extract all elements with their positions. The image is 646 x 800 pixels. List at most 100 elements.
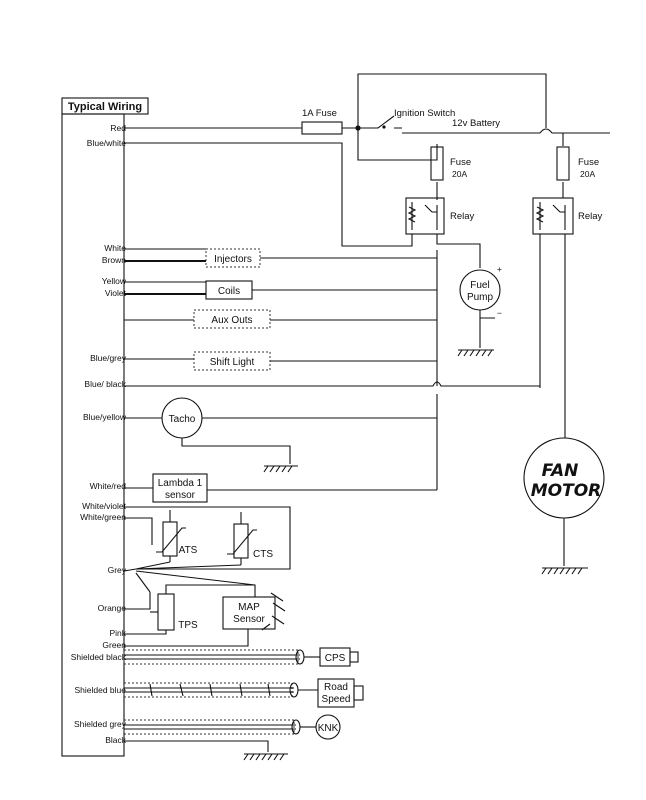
fuel-pump-plus: + [497,264,502,274]
wire-label-white-green: White/green [80,512,126,522]
fuel-pump-minus: − [497,308,502,318]
shift-light-label: Shift Light [210,357,255,368]
wire-label-shielded-blue: Shielded blue [74,685,126,695]
map-label-1: MAP [238,602,260,613]
wire-shielded-blue [124,687,294,693]
cps-label: CPS [325,653,346,664]
wire-white-green [124,517,153,545]
wire-main-loop [357,73,547,128]
wire-shielded-black [124,654,300,660]
relay-right-label: Relay [578,211,603,222]
fuse-left [430,146,444,181]
cts-label: CTS [253,549,273,560]
shield-blue-end [289,682,299,698]
map-sensor [222,596,276,630]
wire-shielded-grey [124,724,296,730]
knk-label: KNK [318,723,339,734]
wire-label-shielded-black: Shielded black [71,652,127,662]
wire-label-blue-yellow: Blue/yellow [83,412,127,422]
relay-left [405,197,445,235]
shield-grey-end [291,719,301,735]
map-label-2: Sensor [233,614,265,625]
wire-label-pink: Pink [109,628,126,638]
fuel-pump-label-1: Fuel [470,280,489,291]
fuel-pump-label-2: Pump [467,292,494,303]
relay-right-coil [535,202,545,230]
wire-tacho-ground [181,438,291,464]
wire-relay-to-pump [436,234,481,268]
wire-ats-cts [169,510,242,565]
ground-tacho [263,465,298,473]
fuse-right [556,146,570,181]
title-box [61,97,149,115]
ground-fan [541,567,588,575]
ats-thermistor [156,527,186,553]
lambda-label-2: sensor [165,490,196,501]
ignition-switch-label: Ignition Switch [394,108,455,119]
fuse-right-label: Fuse [578,157,599,168]
relay-left-coil [407,202,417,230]
shield-blue-hatch [149,683,271,697]
road-speed-plug [353,685,364,701]
battery-crossover [539,128,553,134]
wire-label-blue-grey: Blue/grey [90,353,127,363]
fan-motor-label-1: FAN [542,461,579,481]
ignition-switch-contact [382,125,386,129]
wire-label-black: Black [105,735,127,745]
injectors-label: Injectors [214,254,252,265]
knk-sensor [315,714,341,740]
wire-label-blue-white: Blue/white [87,138,126,148]
fan-motor-label-2: MOTOR [531,481,602,501]
ats-sensor [162,521,178,557]
wire-label-shielded-grey: Shielded grey [74,719,127,729]
wire-left-fuse [357,128,438,200]
lambda-label-1: Lambda 1 [158,478,203,489]
wire-pink-green [124,584,256,647]
ground-pump [457,349,494,357]
fuse-right-rating: 20A [580,169,595,179]
wire-label-green: Green [102,640,126,650]
fuse-left-label: Fuse [450,157,471,168]
wire-blue-white [124,142,413,247]
aux-outs-box [193,309,271,329]
ats-label: ATS [179,545,198,556]
wire-grey-fanout [123,561,256,593]
title: Typical Wiring [68,101,142,113]
relay-right [532,197,574,235]
relay-left-contact [424,204,438,230]
wire-label-blue-black: Blue/ black [84,379,126,389]
aux-outs-label: Aux Outs [211,315,252,326]
wire-orange [124,592,151,610]
wire-blue-black [124,381,540,387]
cts-sensor [233,523,249,559]
shield-blue [123,682,293,698]
coils-label: Coils [218,286,240,297]
wire-label-white-red: White/red [90,481,127,491]
tps-label: TPS [178,620,198,631]
fuse-left-rating: 20A [452,169,467,179]
cts-thermistor [227,529,257,555]
fuse-1a-label: 1A Fuse [302,108,337,119]
tacho-label: Tacho [169,414,196,425]
relay-right-contact [552,204,566,230]
wire-white-violet [124,506,291,570]
battery-label: 12v Battery [452,118,500,129]
harness-labels: Red Blue/white White Brown Yellow Violet… [71,123,127,745]
wire-label-white-violet: White/violet [82,501,127,511]
shield-black [123,649,299,665]
lambda-sensor [152,473,208,503]
wire-label-red: Red [110,123,126,133]
tps-sensor [157,593,175,631]
wire-label-orange: Orange [98,603,127,613]
relay-left-label: Relay [450,211,475,222]
fuse-1a [301,121,343,135]
wire-black [124,740,269,752]
ground-black [243,753,288,761]
ignition-switch [358,115,402,129]
wire-label-violet: Violet [105,288,127,298]
wire-pump-ground [479,310,495,348]
shield-black-end [295,649,305,665]
cps-plug [349,651,359,663]
road-speed-label-1: Road [324,682,348,693]
